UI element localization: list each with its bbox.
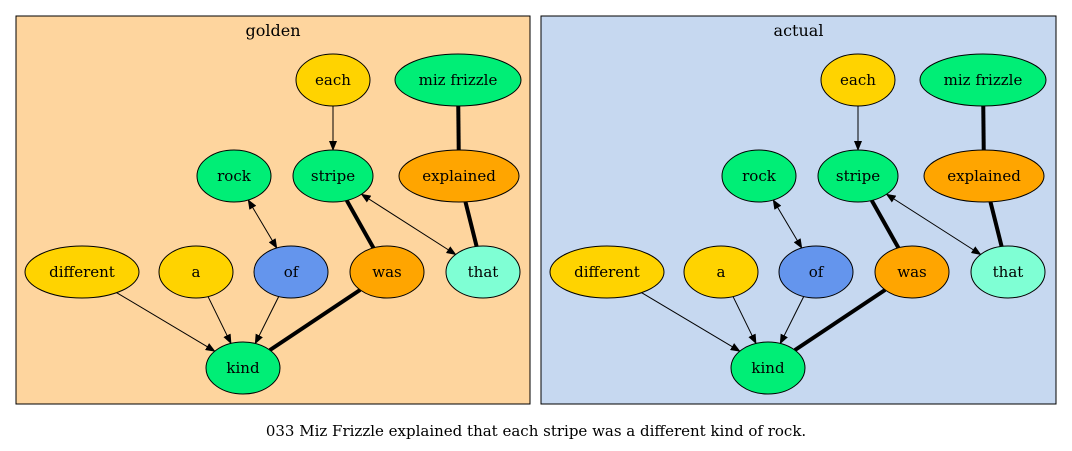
node-a-label: a	[717, 263, 726, 281]
edge-that-stripe	[885, 193, 982, 256]
node-rock: rock	[721, 149, 797, 203]
cluster-golden: golden each miz frizzle rock stripe explained…	[15, 15, 531, 405]
node-that-shape	[970, 245, 1046, 299]
node-stripe-shape	[817, 149, 899, 203]
edge-a-kind	[207, 296, 232, 345]
edge-was-kind	[793, 288, 887, 352]
cluster-golden-title: golden	[245, 21, 300, 40]
node-each-label: each	[315, 71, 351, 89]
node-each-shape	[295, 53, 371, 107]
node-mizfrizzle-label: miz frizzle	[419, 71, 498, 89]
node-mizfrizzle-shape	[919, 53, 1047, 107]
edge-explained-that	[463, 201, 479, 247]
node-kind-shape	[205, 341, 281, 395]
node-stripe-shape	[292, 149, 374, 203]
node-that-label: that	[468, 263, 499, 281]
node-each: each	[820, 53, 896, 107]
node-explained-shape	[398, 149, 520, 203]
edge-different-kind	[641, 292, 741, 352]
cluster-actual-title: actual	[774, 21, 824, 40]
node-rock-label: rock	[742, 167, 777, 185]
node-was-shape	[349, 245, 425, 299]
node-a: a	[683, 245, 759, 299]
node-mizfrizzle-label: miz frizzle	[944, 71, 1023, 89]
diagram-caption: 033 Miz Frizzle explained that each stri…	[266, 422, 806, 440]
node-was-label: was	[897, 263, 926, 281]
node-a-shape	[683, 245, 759, 299]
edge-that-stripe	[360, 193, 457, 256]
node-kind-shape	[730, 341, 806, 395]
node-was-label: was	[372, 263, 401, 281]
edge-a-kind	[732, 296, 757, 345]
node-a-label: a	[192, 263, 201, 281]
edge-was-kind	[268, 288, 362, 352]
node-different: different	[24, 245, 140, 299]
node-stripe-label: stripe	[836, 167, 880, 185]
node-that: that	[445, 245, 521, 299]
edge-of-kind	[254, 296, 280, 345]
node-that-label: that	[993, 263, 1024, 281]
node-mizfrizzle: miz frizzle	[394, 53, 522, 107]
edge-explained-that	[988, 201, 1004, 247]
node-different-label: different	[49, 263, 115, 281]
node-that-shape	[445, 245, 521, 299]
node-explained-label: explained	[422, 167, 496, 185]
node-explained: explained	[398, 149, 520, 203]
edge-stripe-was	[869, 199, 901, 249]
node-was-shape	[874, 245, 950, 299]
node-different-shape	[24, 245, 140, 299]
node-kind: kind	[205, 341, 281, 395]
node-a: a	[158, 245, 234, 299]
node-kind-label: kind	[226, 359, 260, 377]
node-explained-shape	[923, 149, 1045, 203]
node-stripe: stripe	[817, 149, 899, 203]
node-rock-shape	[196, 149, 272, 203]
node-of-shape	[253, 245, 329, 299]
node-of-shape	[778, 245, 854, 299]
node-kind-label: kind	[751, 359, 785, 377]
node-rock-shape	[721, 149, 797, 203]
node-of-label: of	[284, 263, 300, 281]
node-different-shape	[549, 245, 665, 299]
node-rock-label: rock	[217, 167, 252, 185]
node-each-shape	[820, 53, 896, 107]
node-of: of	[253, 245, 329, 299]
edge-stripe-was	[344, 199, 376, 249]
node-kind: kind	[730, 341, 806, 395]
edge-of-kind	[779, 296, 805, 345]
node-different: different	[549, 245, 665, 299]
edge-different-kind	[116, 292, 216, 352]
node-each: each	[295, 53, 371, 107]
node-stripe: stripe	[292, 149, 374, 203]
node-each-label: each	[840, 71, 876, 89]
node-rock: rock	[196, 149, 272, 203]
node-explained: explained	[923, 149, 1045, 203]
node-of-label: of	[809, 263, 825, 281]
node-stripe-label: stripe	[311, 167, 355, 185]
edge-rock-of	[772, 199, 803, 249]
node-was: was	[874, 245, 950, 299]
node-mizfrizzle: miz frizzle	[919, 53, 1047, 107]
node-was: was	[349, 245, 425, 299]
node-of: of	[778, 245, 854, 299]
edge-rock-of	[247, 199, 278, 249]
node-a-shape	[158, 245, 234, 299]
node-mizfrizzle-shape	[394, 53, 522, 107]
node-that: that	[970, 245, 1046, 299]
cluster-actual: actual each miz frizzle rock stripe explained…	[540, 15, 1057, 405]
node-explained-label: explained	[947, 167, 1021, 185]
node-different-label: different	[574, 263, 640, 281]
